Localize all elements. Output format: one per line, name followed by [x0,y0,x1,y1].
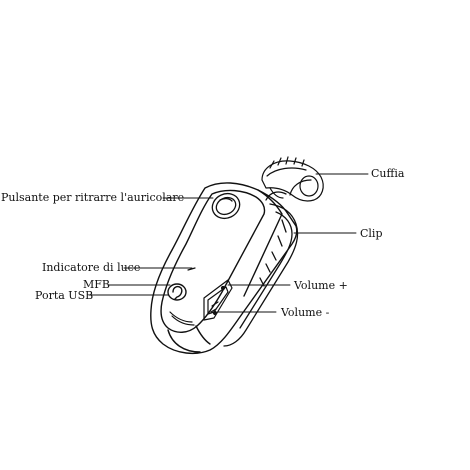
label-earbud: Cuffia [371,167,405,180]
label-clip: Clip [360,227,383,240]
clip-drawing [223,191,299,347]
label-volume-minus: Volume - [281,306,330,319]
label-volume-plus: Volume + [294,279,348,292]
label-usb-port: Porta USB [35,289,94,302]
retract-button-drawing [211,192,241,220]
indicator-light-drawing [187,267,196,271]
phone-hook-icon [167,283,187,301]
usb-port-drawing [169,311,195,326]
volume-buttons-drawing [203,279,233,321]
label-indicator-light: Indicatore di luce [42,261,141,274]
leader-lines [88,173,369,313]
headset-body [150,182,298,355]
label-mfb: MFB [83,278,110,291]
earbud-cuffia [261,156,324,202]
label-retract-button: Pulsante per ritrarre l'auricolare [1,191,185,204]
